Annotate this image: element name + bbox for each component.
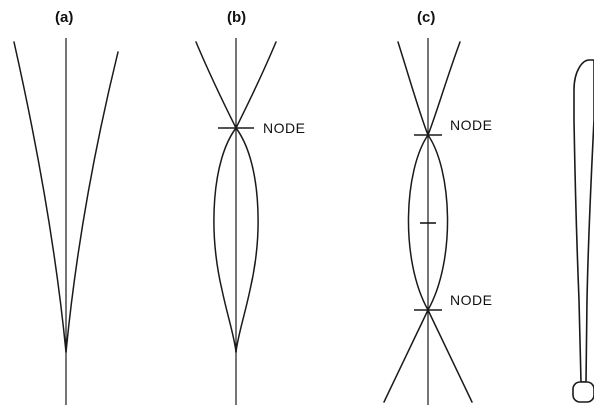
panel-b-left-curve bbox=[195, 41, 237, 353]
panel-a-right-curve bbox=[65, 51, 119, 353]
panel-a: (a) bbox=[13, 9, 119, 405]
panel-b: (b) NODE bbox=[195, 9, 305, 405]
panel-b-node-label: NODE bbox=[263, 120, 305, 136]
panel-c: (c) NODE NODE bbox=[383, 9, 492, 405]
panel-c-left-curve bbox=[383, 41, 429, 403]
panel-a-left-curve bbox=[13, 41, 67, 353]
bat-knob bbox=[572, 381, 594, 403]
panel-b-label: (b) bbox=[227, 9, 246, 26]
baseball-bat bbox=[572, 59, 594, 403]
panel-b-right-curve bbox=[235, 41, 277, 353]
bat-barrel bbox=[573, 59, 594, 383]
panel-c-right-curve bbox=[427, 41, 473, 403]
panel-c-lower-node-label: NODE bbox=[450, 292, 492, 308]
panel-a-label: (a) bbox=[55, 9, 73, 26]
panel-c-label: (c) bbox=[417, 9, 435, 26]
panel-c-upper-node-label: NODE bbox=[450, 117, 492, 133]
